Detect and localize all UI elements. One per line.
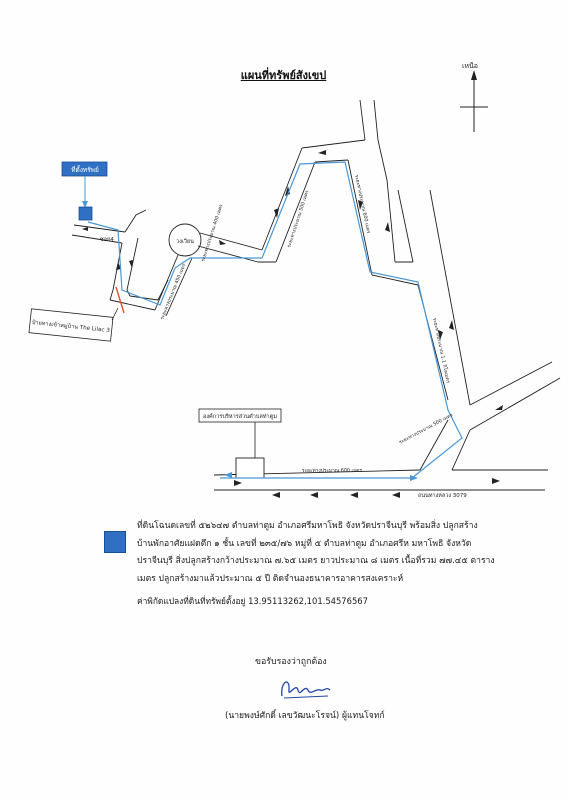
road-roundabout-east	[197, 232, 263, 263]
coordinates-label: ค่าพิกัดแปลงที่ดินที่ทรัพย์ตั้งอยู่	[137, 596, 246, 606]
distance-label-2: ระยะทางประมาณ 400 เมตร	[200, 203, 224, 262]
distance-label-4: ระยะทางประมาณ 600 เมตร	[353, 174, 371, 234]
property-legend-icon	[104, 531, 126, 553]
road-diagonal	[347, 139, 419, 286]
distance-label-7: ระยะทางประมาณ 500 เมตร	[398, 412, 454, 446]
description-line-2: บ้านพักอาศัยแฝดตึก ๑ ชั้น เลขที่ ๒๓๕/๗๖ …	[137, 538, 472, 549]
village-road	[109, 209, 159, 311]
location-map: เหนือ ที่ตั้งทรัพย์ ซอย4 ป้ายทางเข้าหมู่	[28, 62, 561, 499]
signature-icon	[281, 681, 331, 699]
roundabout-label: วงเวียน	[176, 238, 194, 245]
coordinates: ค่าพิกัดแปลงที่ดินที่ทรัพย์ตั้งอยู่ 13.9…	[137, 594, 368, 608]
highway-label: ถนนทางหลวง 3079	[418, 493, 467, 499]
north-arrow-icon	[460, 70, 488, 132]
tao-office-building-icon	[235, 457, 265, 479]
description-line-1: ที่ดินโฉนดเลขที่ ๕๒๖๔๗ ตำบลท่าตูม อำเภอศ…	[137, 521, 478, 531]
north-label: เหนือ	[462, 62, 478, 70]
description-line-3: ปราจีนบุรี สิ่งปลูกสร้างกว้างประมาณ ๗.๖๕…	[137, 556, 495, 566]
roundabout-icon	[168, 223, 202, 257]
tao-office-box	[198, 408, 282, 423]
road-to-highway-left	[154, 254, 193, 317]
tao-office-label: องค์การบริหารส่วนตำบลท่าตูม	[203, 412, 277, 420]
coordinates-value: 13.95113262,101.54576567	[248, 596, 368, 606]
property-location-icon	[78, 206, 93, 221]
road-east-north	[397, 189, 471, 406]
page-title: แผนที่ทรัพย์สังเขป	[240, 69, 327, 82]
description-line-4: เมตร ปลูกสร้างมาแล้วประมาณ ๕ ปี ติดจำนอง…	[137, 573, 404, 584]
entrance-marker	[115, 286, 125, 314]
certification-text: ขอรับรองว่าถูกต้อง	[255, 657, 327, 667]
distance-label-6: ระยะทางประมาณ 600 เมตร	[302, 468, 362, 474]
road-top-east	[301, 99, 379, 163]
soi-4-road	[71, 224, 126, 244]
route-line	[87, 161, 463, 479]
road-north-segment	[258, 147, 316, 263]
soi-label: ซอย4	[100, 236, 114, 243]
signer-name: (นายพงษ์ศักดิ์ เลขวัฒนะโรจน์) ผู้แทนโจทก…	[225, 711, 385, 721]
road-southeast	[419, 361, 561, 471]
property-description: ที่ดินโฉนดเลขที่ ๕๒๖๔๗ ตำบลท่าตูม อำเภอศ…	[137, 518, 537, 588]
village-entrance-box	[28, 308, 114, 342]
distance-label-3: ระยะทางประมาณ 500 เมตร	[286, 189, 310, 248]
property-label: ที่ตั้งทรัพย์	[71, 165, 99, 174]
